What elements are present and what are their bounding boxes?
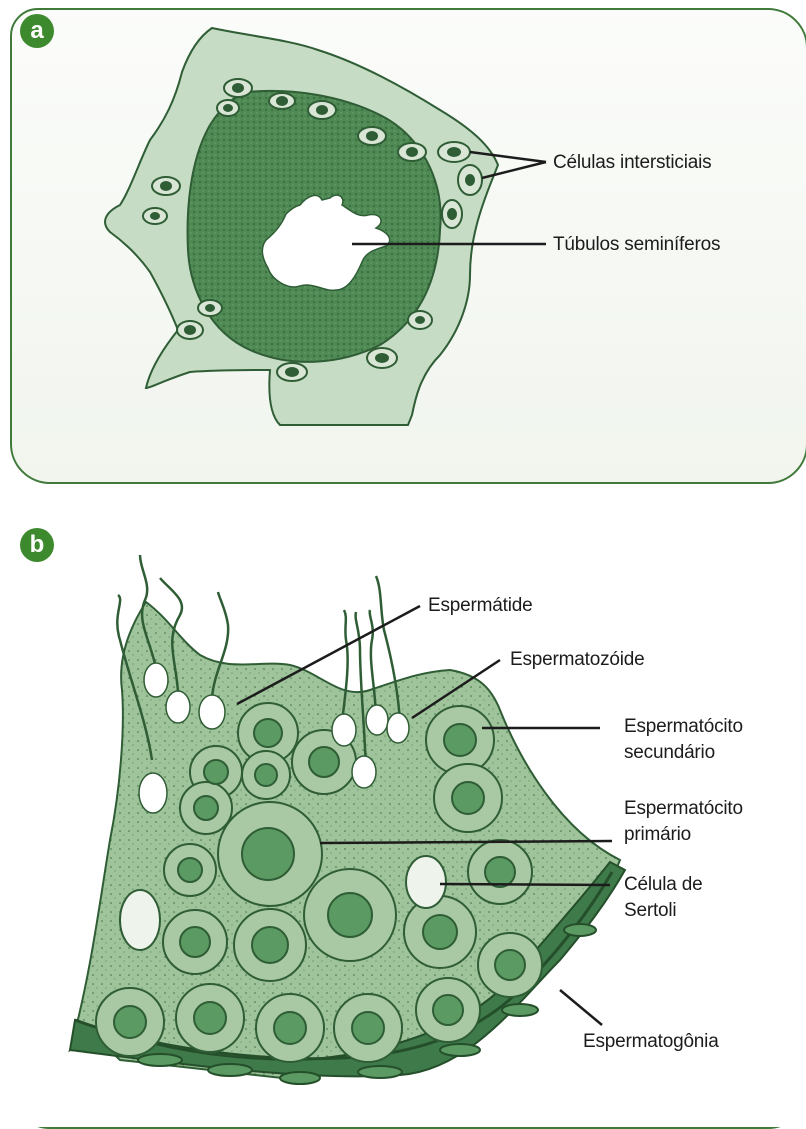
label-spermatozoid: Espermatozóide bbox=[510, 648, 645, 672]
label-sertoli-line2: Sertoli bbox=[624, 899, 676, 923]
panel-b-badge: b bbox=[20, 528, 54, 562]
label-spermatid: Espermátide bbox=[428, 594, 532, 618]
label-primary-spermatocyte-line1: Espermatócito bbox=[624, 797, 743, 821]
tubule-section bbox=[105, 28, 498, 425]
label-sertoli-line1: Célula de bbox=[624, 873, 702, 897]
label-spermatogonia: Espermatogônia bbox=[583, 1030, 719, 1054]
label-secondary-spermatocyte-line2: secundário bbox=[624, 741, 715, 765]
epithelium bbox=[70, 555, 625, 1084]
label-primary-spermatocyte-line2: primário bbox=[624, 823, 691, 847]
label-secondary-spermatocyte-line1: Espermatócito bbox=[624, 715, 743, 739]
label-interstitial-cells: Células intersticiais bbox=[553, 151, 711, 175]
label-seminiferous-tubules: Túbulos seminíferos bbox=[553, 233, 720, 257]
